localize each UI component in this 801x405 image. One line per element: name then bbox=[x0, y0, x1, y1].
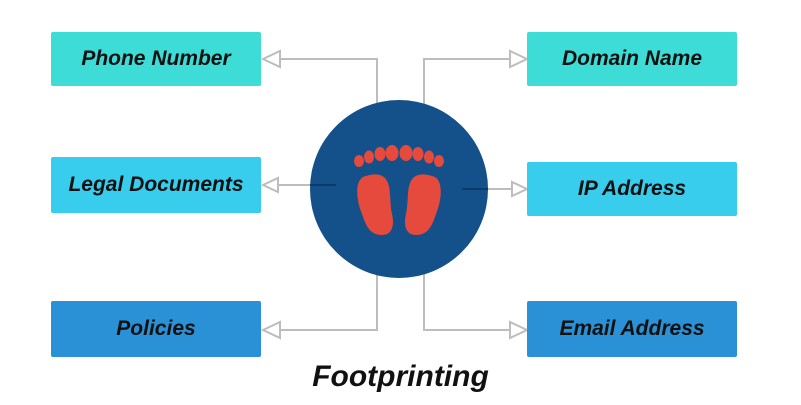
connector-phone-number bbox=[278, 58, 378, 112]
node-email-address-label: Email Address bbox=[559, 317, 705, 340]
arrowhead-email-address bbox=[509, 320, 530, 340]
connector-email-address bbox=[423, 267, 512, 331]
footprints-icon bbox=[354, 145, 444, 235]
arrowhead-legal-documents bbox=[260, 176, 279, 194]
node-ip-address-label: IP Address bbox=[577, 177, 687, 200]
arrowhead-ip-address bbox=[511, 180, 530, 198]
node-ip-address: IP Address bbox=[527, 162, 737, 216]
node-domain-name: Domain Name bbox=[527, 32, 737, 86]
node-domain-name-label: Domain Name bbox=[561, 47, 703, 70]
node-policies: Policies bbox=[51, 301, 261, 357]
arrowhead-phone-number bbox=[260, 49, 281, 69]
arrowhead-domain-name bbox=[509, 49, 530, 69]
node-policies-label: Policies bbox=[116, 317, 196, 340]
arrowhead-policies bbox=[260, 320, 281, 340]
connector-policies bbox=[280, 267, 378, 331]
node-legal-documents-label: Legal Documents bbox=[68, 173, 244, 196]
node-phone-number-label: Phone Number bbox=[81, 47, 231, 70]
diagram-title: Footprinting bbox=[312, 360, 489, 393]
node-email-address: Email Address bbox=[527, 301, 737, 357]
connector-domain-name bbox=[423, 58, 512, 112]
center-circle bbox=[310, 100, 488, 278]
node-legal-documents: Legal Documents bbox=[51, 157, 261, 213]
node-phone-number: Phone Number bbox=[51, 32, 261, 86]
